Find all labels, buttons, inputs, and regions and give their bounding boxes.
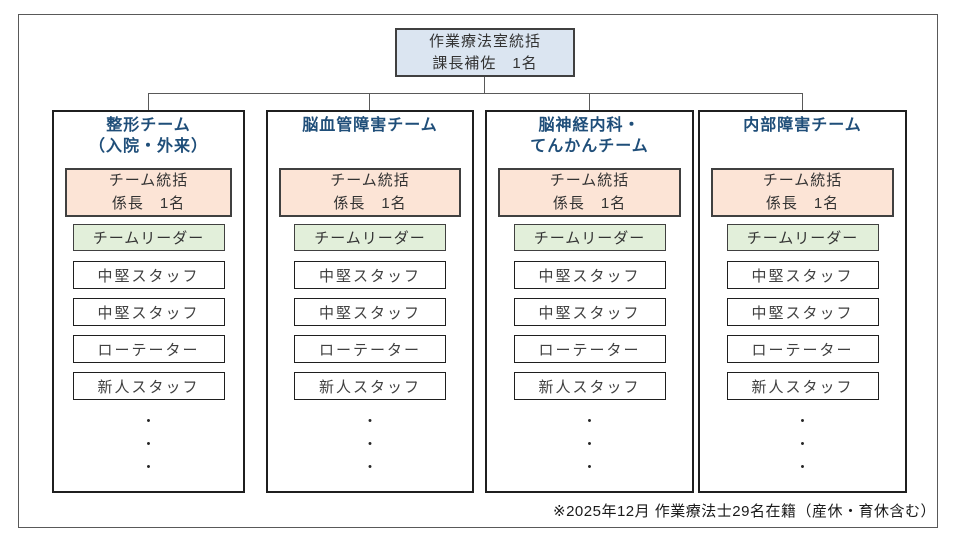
staff-box: 新人スタッフ: [72, 372, 225, 400]
ellipsis-dot: ・: [582, 413, 597, 429]
team-leader-box: チームリーダー: [726, 224, 879, 251]
ellipsis-dot: ・: [141, 459, 156, 475]
connector-horizontal: [148, 93, 803, 94]
staff-box: 新人スタッフ: [513, 372, 666, 400]
connector-drop-team-1: [148, 93, 149, 110]
more-staff-ellipsis: ・ ・ ・: [142, 410, 156, 479]
team-title: 脳血管障害チーム: [302, 117, 438, 134]
team-leader-box: チームリーダー: [294, 224, 446, 251]
connector-root-stem: [484, 77, 485, 93]
team-column-internal-disorders: 内部障害チーム チーム統括 係長 1名 チームリーダー 中堅スタッフ 中堅スタッ…: [698, 110, 907, 493]
staff-box: 中堅スタッフ: [72, 298, 225, 326]
team-column-orthopedic: 整形チーム （入院・外来） チーム統括 係長 1名 チームリーダー 中堅スタッフ…: [52, 110, 245, 493]
staff-box: 中堅スタッフ: [72, 261, 225, 289]
staff-box: 中堅スタッフ: [726, 298, 879, 326]
ellipsis-dot: ・: [582, 436, 597, 452]
ellipsis-dot: ・: [795, 436, 810, 452]
team-title: 整形チーム （入院・外来）: [88, 117, 208, 155]
team-supervisor-box: チーム統括 係長 1名: [279, 168, 461, 217]
connector-drop-team-3: [589, 93, 590, 110]
ellipsis-dot: ・: [582, 459, 597, 475]
more-staff-ellipsis: ・ ・ ・: [363, 410, 377, 479]
staff-box: ローテーター: [513, 335, 666, 363]
team-title: 脳神経内科・ てんかんチーム: [530, 117, 649, 155]
team-supervisor-box: チーム統括 係長 1名: [498, 168, 681, 217]
team-leader-box: チームリーダー: [72, 224, 225, 251]
staff-box: 新人スタッフ: [294, 372, 446, 400]
staff-box: 中堅スタッフ: [294, 261, 446, 289]
staff-box: 新人スタッフ: [726, 372, 879, 400]
staff-box: 中堅スタッフ: [513, 261, 666, 289]
staff-box: ローテーター: [72, 335, 225, 363]
team-column-cerebrovascular: 脳血管障害チーム チーム統括 係長 1名 チームリーダー 中堅スタッフ 中堅スタ…: [266, 110, 474, 493]
chart-outer-frame: [18, 14, 938, 528]
staff-box: ローテーター: [294, 335, 446, 363]
staff-box: 中堅スタッフ: [294, 298, 446, 326]
team-supervisor-box: チーム統括 係長 1名: [65, 168, 232, 217]
footnote-staff-count: ※2025年12月 作業療法士29名在籍（産休・育休含む）: [553, 503, 936, 520]
connector-drop-team-2: [369, 93, 370, 110]
root-box: 作業療法室統括 課長補佐 1名: [395, 28, 575, 77]
staff-box: 中堅スタッフ: [726, 261, 879, 289]
staff-box: ローテーター: [726, 335, 879, 363]
team-leader-box: チームリーダー: [513, 224, 666, 251]
ellipsis-dot: ・: [363, 459, 377, 475]
more-staff-ellipsis: ・ ・ ・: [583, 410, 597, 479]
ellipsis-dot: ・: [795, 413, 810, 429]
ellipsis-dot: ・: [141, 436, 156, 452]
more-staff-ellipsis: ・ ・ ・: [796, 410, 810, 479]
team-supervisor-box: チーム統括 係長 1名: [711, 168, 894, 217]
team-title: 内部障害チーム: [743, 117, 862, 134]
ellipsis-dot: ・: [363, 413, 377, 429]
ellipsis-dot: ・: [795, 459, 810, 475]
staff-box: 中堅スタッフ: [513, 298, 666, 326]
ellipsis-dot: ・: [141, 413, 156, 429]
connector-drop-team-4: [802, 93, 803, 110]
ellipsis-dot: ・: [363, 436, 377, 452]
team-column-neurology-epilepsy: 脳神経内科・ てんかんチーム チーム統括 係長 1名 チームリーダー 中堅スタッ…: [485, 110, 694, 493]
